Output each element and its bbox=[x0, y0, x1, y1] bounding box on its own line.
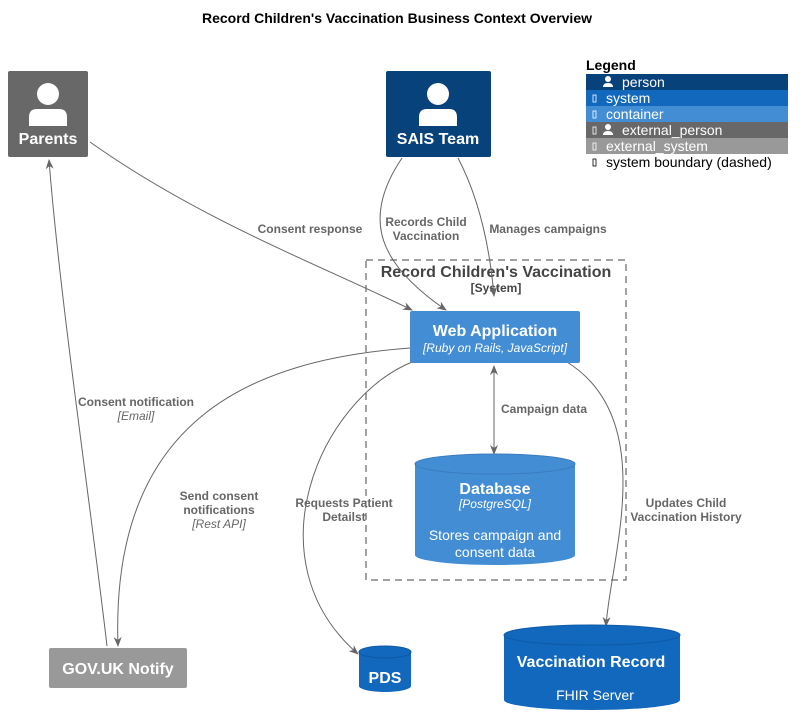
web-application-label: Web Application bbox=[433, 323, 557, 340]
person-icon bbox=[419, 83, 457, 126]
legend-item-person: person bbox=[622, 74, 665, 90]
legend-marker-icon bbox=[592, 94, 597, 103]
database-label: Database bbox=[459, 481, 530, 498]
edge-consent-notification bbox=[45, 159, 108, 647]
legend-swatch-external-person bbox=[586, 122, 788, 138]
boundary-type: [System] bbox=[471, 281, 522, 295]
label-consent-response: Consent response bbox=[258, 222, 363, 236]
edge-updates-child bbox=[566, 361, 624, 627]
database-tech: [PostgreSQL] bbox=[458, 497, 532, 511]
edge-consent-response bbox=[89, 141, 413, 311]
label-consent-notification-tech: [Email] bbox=[117, 409, 155, 423]
node-database[interactable]: Database [PostgreSQL] Stores campaign an… bbox=[414, 453, 576, 565]
label-send-consent-1: Send consent bbox=[180, 489, 259, 503]
label-requests-patient-2: Detailst bbox=[322, 510, 365, 524]
vaccination-record-desc: FHIR Server bbox=[556, 687, 634, 703]
boundary-title: Record Children's Vaccination bbox=[381, 264, 612, 281]
legend-item-system: system bbox=[606, 90, 650, 106]
vaccination-record-label: Vaccination Record bbox=[517, 654, 666, 671]
legend-swatch-external-system bbox=[586, 138, 788, 154]
legend-swatch-person bbox=[586, 74, 788, 90]
label-send-consent-tech: [Rest API] bbox=[191, 517, 246, 531]
node-gov-uk-notify[interactable]: GOV.UK Notify bbox=[49, 648, 187, 688]
edge-send-consent bbox=[113, 347, 411, 647]
legend-swatch-system bbox=[586, 90, 788, 106]
label-requests-patient-1: Requests Patient bbox=[295, 496, 392, 510]
database-desc-line2: consent data bbox=[455, 544, 535, 560]
legend-swatch-container bbox=[586, 106, 788, 122]
label-updates-child-1: Updates Child bbox=[646, 496, 727, 510]
web-application-tech: [Ruby on Rails, JavaScript] bbox=[422, 341, 568, 355]
diagram-title: Record Children's Vaccination Business C… bbox=[202, 10, 592, 26]
label-send-consent-2: notifications bbox=[183, 503, 255, 517]
legend-marker-icon bbox=[592, 158, 597, 167]
label-consent-notification: Consent notification bbox=[78, 395, 194, 409]
node-pds[interactable]: PDS bbox=[358, 645, 412, 692]
pds-label: PDS bbox=[369, 670, 402, 687]
edge-requests-patient bbox=[302, 361, 413, 655]
database-desc-line1: Stores campaign and bbox=[429, 527, 561, 543]
legend-marker-icon bbox=[592, 110, 597, 119]
person-icon bbox=[603, 76, 613, 87]
label-records-child-1: Records Child bbox=[385, 215, 466, 229]
edge-records-child bbox=[379, 157, 447, 311]
legend-marker-icon bbox=[592, 142, 597, 151]
label-records-child-2: Vaccination bbox=[393, 229, 460, 243]
label-updates-child-2: Vaccination History bbox=[630, 510, 742, 524]
legend-marker-icon bbox=[592, 126, 597, 135]
gov-uk-notify-box bbox=[49, 648, 187, 688]
person-icon bbox=[29, 83, 67, 126]
parents-label: Parents bbox=[19, 131, 78, 148]
gov-uk-notify-label: GOV.UK Notify bbox=[62, 661, 174, 678]
legend: Legend person system container external_… bbox=[586, 57, 788, 170]
node-parents[interactable]: Parents bbox=[8, 71, 88, 157]
node-sais-team[interactable]: SAIS Team bbox=[386, 71, 491, 157]
legend-item-system-boundary: system boundary (dashed) bbox=[606, 154, 772, 170]
edge-manages-campaigns bbox=[457, 157, 498, 297]
system-boundary bbox=[365, 259, 627, 581]
legend-item-container: container bbox=[606, 106, 664, 122]
legend-title: Legend bbox=[586, 57, 636, 73]
label-manages-campaigns: Manages campaigns bbox=[489, 222, 607, 236]
person-icon bbox=[603, 124, 613, 135]
legend-item-external-system: external_system bbox=[606, 138, 708, 154]
legend-item-external-person: external_person bbox=[622, 122, 722, 138]
label-campaign-data: Campaign data bbox=[501, 402, 587, 416]
sais-team-label: SAIS Team bbox=[397, 131, 479, 148]
web-application-box bbox=[410, 311, 580, 363]
node-vaccination-record[interactable]: Vaccination Record FHIR Server bbox=[503, 624, 681, 710]
node-web-application[interactable]: Web Application [Ruby on Rails, JavaScri… bbox=[410, 311, 580, 363]
